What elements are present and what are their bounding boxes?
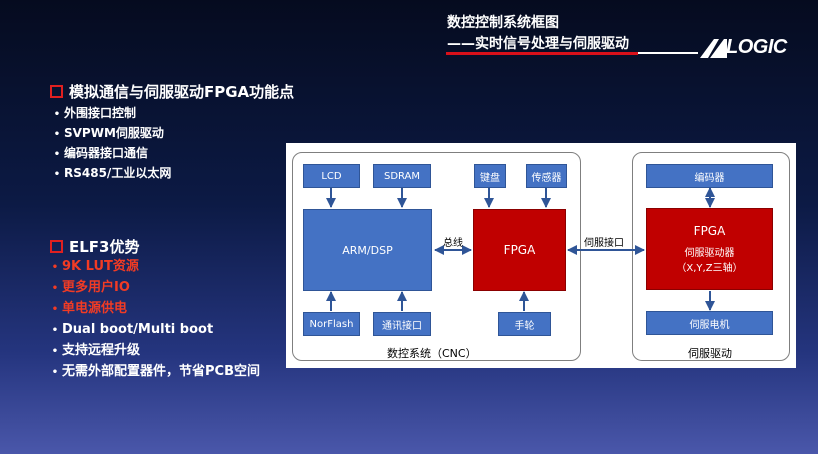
section-advantages-heading: ELF3优势	[50, 236, 140, 257]
sdram-box: SDRAM	[373, 164, 431, 188]
bullet-square-icon	[50, 240, 63, 253]
bullet-dot-icon: •	[51, 283, 59, 294]
title-underline-red	[446, 52, 638, 55]
bus-label: 总线	[443, 238, 463, 249]
bullet-dot-icon: •	[51, 304, 59, 315]
bullet-dot-icon: •	[53, 149, 61, 160]
section-functions-title: 模拟通信与伺服驱动FPGA功能点	[69, 83, 295, 101]
cnc-fpga-box: FPGA	[473, 209, 566, 291]
servo-frame	[632, 152, 790, 361]
list-item: •更多用户IO	[48, 278, 260, 299]
bullet-dot-icon: •	[51, 367, 59, 378]
cnc-label: 数控系统（CNC）	[387, 347, 477, 360]
list-item: •9K LUT资源	[48, 257, 260, 278]
servo-fpga-box: FPGA 伺服驱动器 （X,Y,Z三轴）	[646, 208, 773, 290]
norflash-box: NorFlash	[303, 312, 360, 336]
list-item: •RS485/工业以太网	[50, 164, 172, 184]
cnc-frame	[292, 152, 581, 361]
page-subtitle: ——实时信号处理与伺服驱动	[447, 36, 629, 52]
bullet-dot-icon: •	[53, 169, 61, 180]
arm-dsp-box: ARM/DSP	[303, 209, 432, 291]
bullet-dot-icon: •	[53, 129, 61, 140]
encoder-box: 编码器	[646, 164, 773, 188]
list-item: •Dual boot/Multi boot	[48, 320, 260, 341]
comm-interface-box: 通讯接口	[373, 312, 431, 336]
section-advantages-title: ELF3优势	[69, 238, 140, 256]
servo-motor-box: 伺服电机	[646, 311, 773, 335]
list-item: •SVPWM伺服驱动	[50, 124, 171, 144]
servo-axes-label: （X,Y,Z三轴）	[676, 263, 743, 274]
servo-label: 伺服驱动	[688, 347, 732, 360]
servo-fpga-title: FPGA	[693, 224, 726, 238]
bullet-dot-icon: •	[51, 346, 59, 357]
bullet-dot-icon: •	[53, 109, 61, 120]
logo-mark-icon	[700, 39, 727, 58]
list-item: •无需外部配置器件，节省PCB空间	[48, 362, 260, 383]
lcd-box: LCD	[303, 164, 360, 188]
section-functions-heading: 模拟通信与伺服驱动FPGA功能点	[50, 81, 294, 102]
servo-interface-label: 伺服接口	[584, 238, 624, 249]
advantages-list: •9K LUT资源 •更多用户IO •单电源供电 •Dual boot/Mult…	[48, 257, 260, 383]
list-item: •支持远程升级	[48, 341, 260, 362]
list-item: •单电源供电	[48, 299, 260, 320]
servo-driver-label: 伺服驱动器	[684, 248, 735, 259]
bullet-square-icon	[50, 85, 63, 98]
keyboard-box: 键盘	[474, 164, 506, 188]
title-underline-white	[638, 52, 698, 54]
page-title: 数控控制系统框图	[447, 15, 559, 31]
bullet-dot-icon: •	[51, 262, 59, 273]
functions-list: •外围接口控制 •SVPWM伺服驱动 •编码器接口通信 •RS485/工业以太网	[50, 104, 172, 184]
bullet-dot-icon: •	[51, 325, 59, 336]
logo-text: LOGIC	[726, 36, 787, 58]
system-block-diagram: LCD SDRAM ARM/DSP NorFlash 通讯接口 键盘 传感器 F…	[286, 143, 796, 368]
sensor-box: 传感器	[526, 164, 567, 188]
list-item: •外围接口控制	[50, 104, 171, 124]
connection-arrows	[326, 187, 715, 311]
handwheel-box: 手轮	[498, 312, 551, 336]
list-item: •编码器接口通信	[50, 144, 171, 164]
